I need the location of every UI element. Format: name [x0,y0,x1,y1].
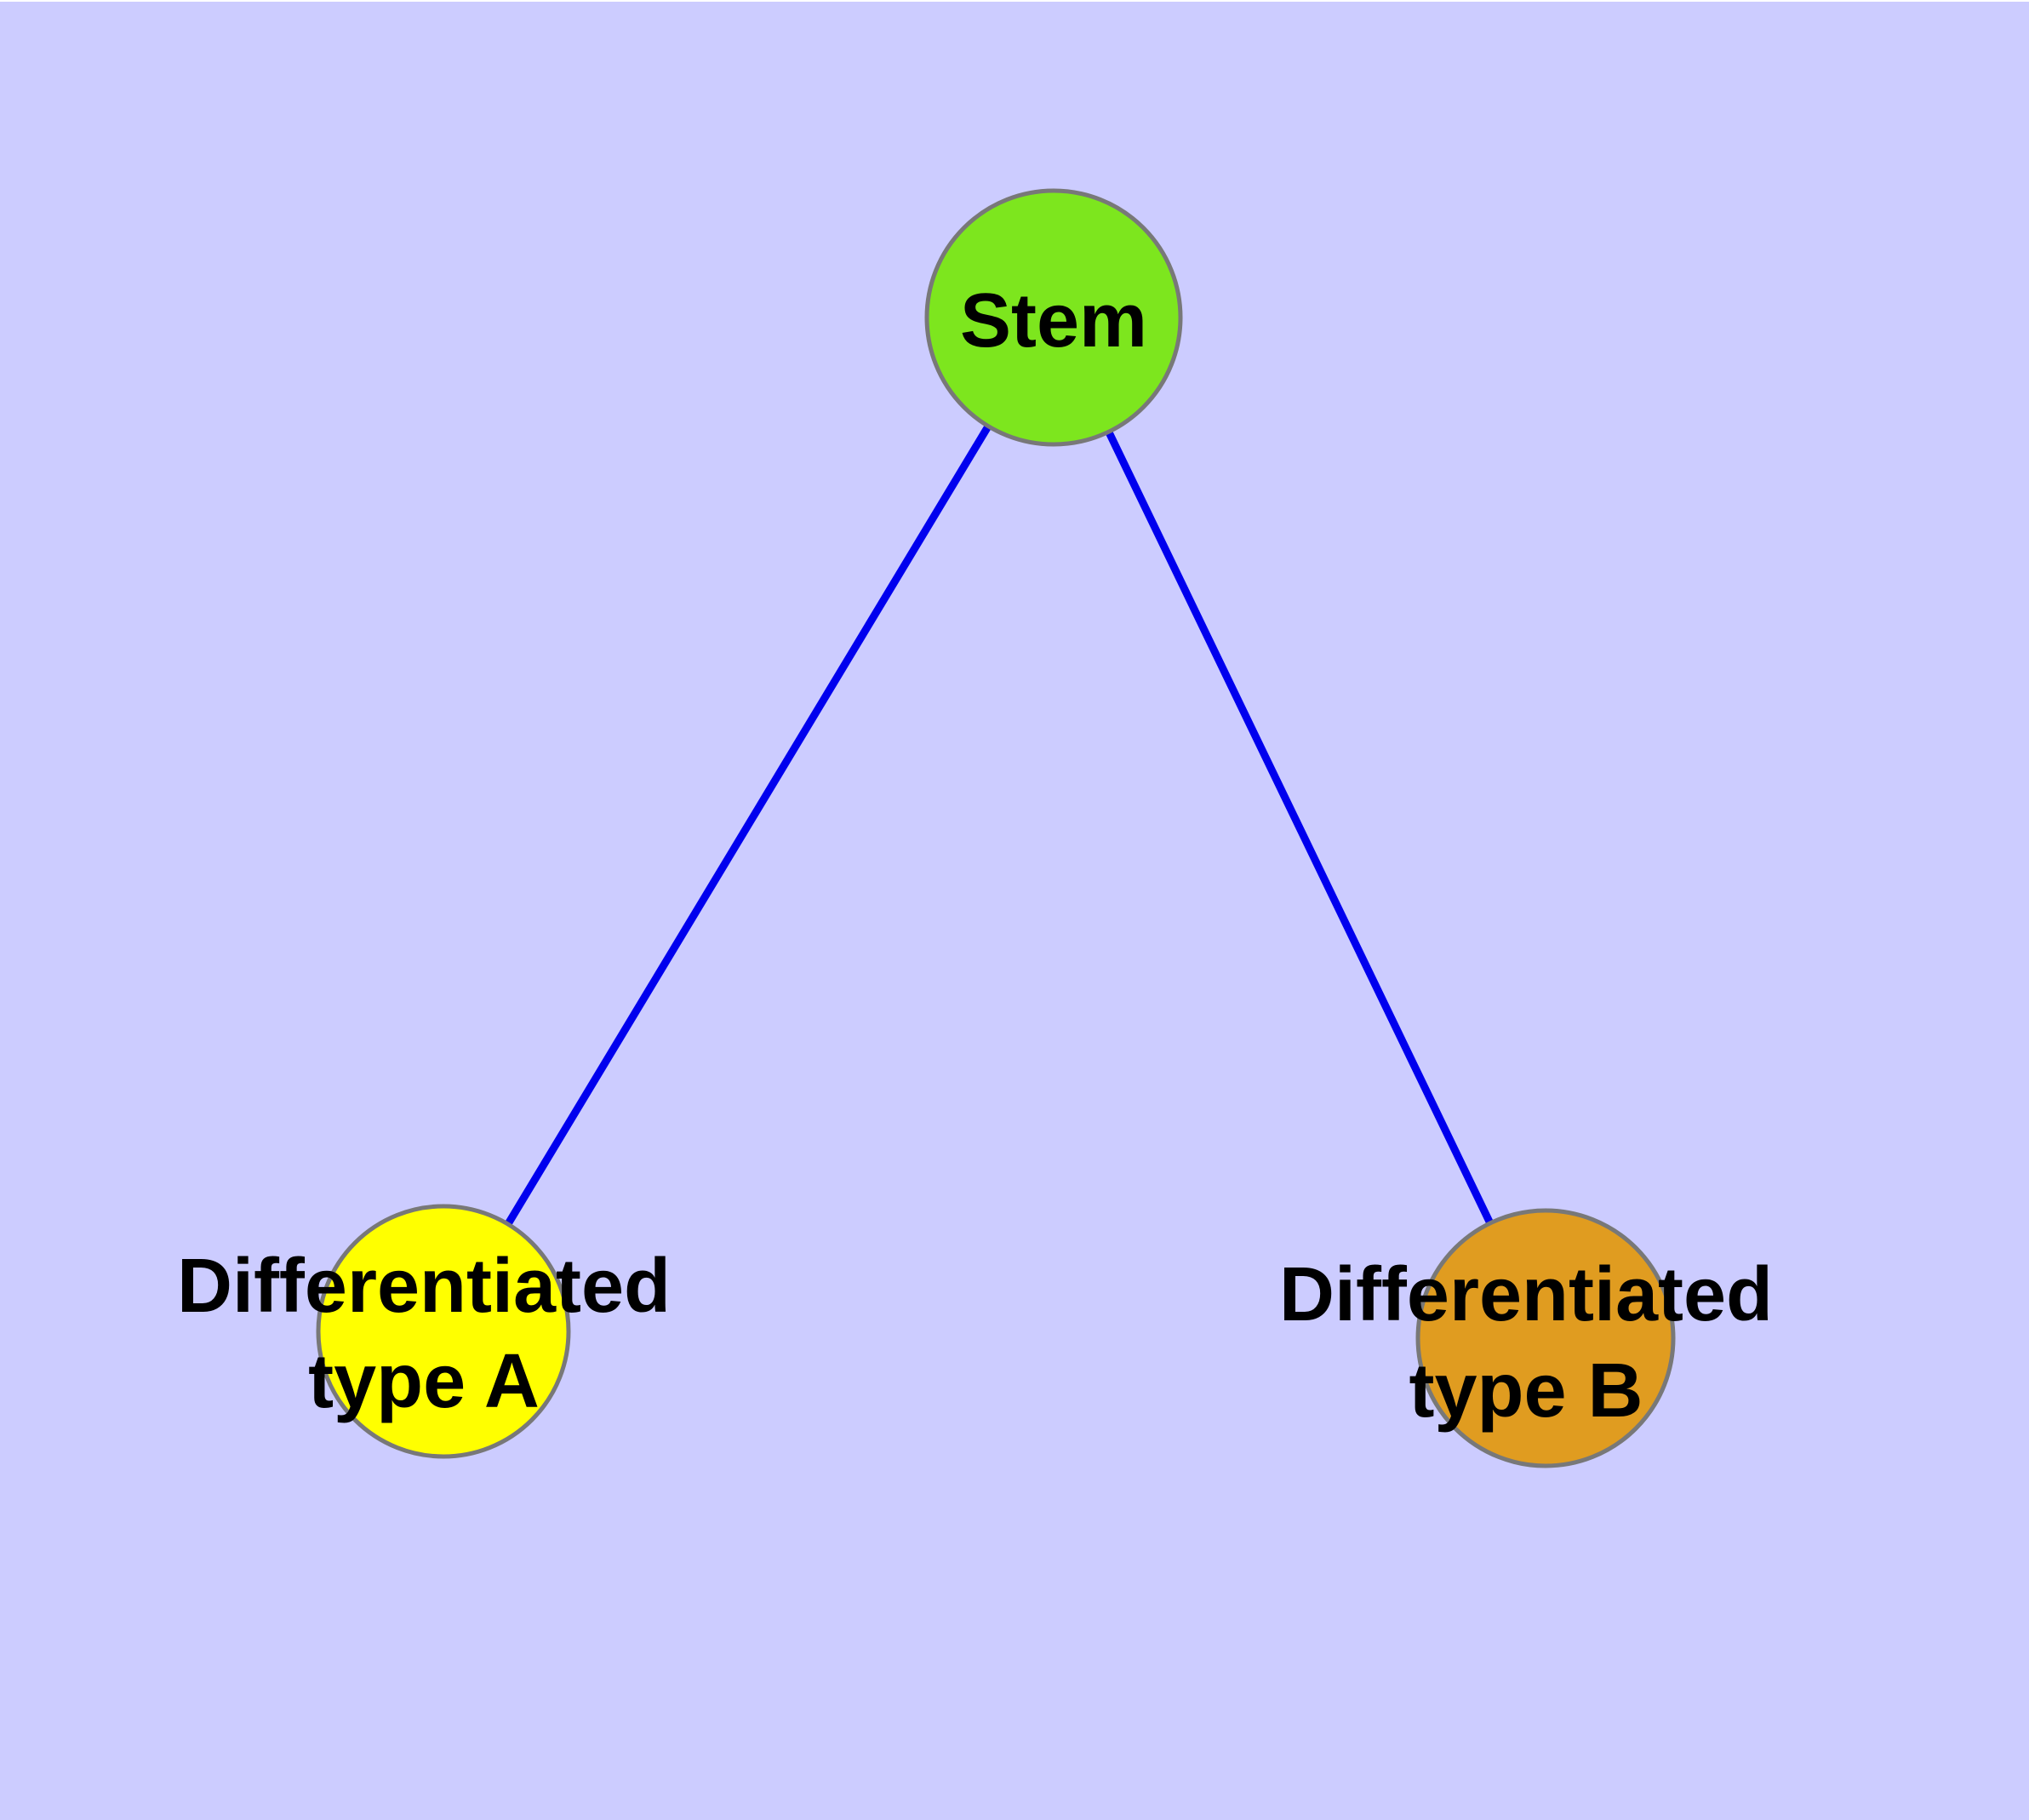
node-type-b-label-line1: Differentiated [1279,1252,1773,1337]
node-stem-label: Stem [960,278,1147,363]
node-type-a-label-line1: Differentiated [177,1244,671,1329]
node-type-b-label-line2: type B [1409,1348,1643,1434]
edge-stem-to-typeB [1049,316,1550,1340]
node-differentiated-type-b [1415,1208,1676,1468]
node-stem [924,188,1183,447]
edge-stem-to-typeA [440,315,1057,1334]
node-differentiated-type-a [316,1204,571,1459]
node-type-a-label-line2: type A [308,1339,540,1424]
